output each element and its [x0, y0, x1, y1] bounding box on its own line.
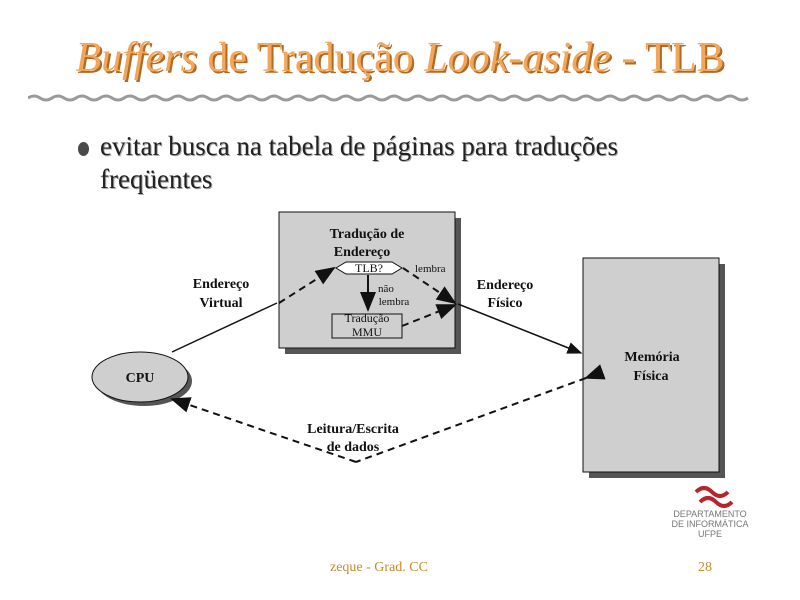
rw-label-1: Leitura/Escrita — [307, 422, 399, 437]
tlb-decision-shape — [335, 261, 403, 275]
slide-title: Buffers de Tradução Look-aside - TLB — [0, 34, 800, 82]
rw-label-2: de dados — [327, 440, 380, 455]
translation-title-1: Tradução de — [330, 227, 405, 242]
mmu-label-1: Tradução — [345, 311, 390, 325]
logo-line-3: UFPE — [697, 529, 722, 539]
hit-label: lembra — [415, 263, 446, 275]
bullet-text: evitar busca na tabela de páginas para t… — [100, 131, 618, 194]
virtual-label-1: Endereço — [193, 277, 250, 292]
cpu-virtual-line — [171, 302, 278, 353]
bullet-icon — [78, 142, 89, 156]
memory-box — [582, 257, 725, 478]
mmu-box — [331, 313, 403, 339]
title-translation: de Tradução — [196, 35, 425, 81]
physical-label-1: Endereço — [477, 278, 534, 293]
physical-arrow — [457, 303, 583, 354]
cpu-node — [91, 351, 192, 406]
page-number: 28 — [698, 560, 712, 575]
translation-title-2: Endereço — [334, 245, 391, 260]
data-arrow-cpu — [170, 397, 357, 463]
physical-label-2: Físico — [488, 296, 523, 311]
data-arrow-memory — [355, 364, 606, 463]
hit-arrow — [402, 267, 457, 305]
miss-label-2: lembra — [379, 296, 410, 308]
cpu-label: CPU — [126, 371, 155, 386]
virtual-label-2: Virtual — [199, 296, 242, 311]
title-tlb: - TLB — [610, 35, 725, 81]
title-underline — [28, 94, 749, 102]
virtual-to-tlb-arrow — [278, 266, 336, 304]
memory-label-2: Física — [634, 369, 669, 384]
logo-line-2: DE INFORMÁTICA — [671, 519, 749, 529]
footer-author: zeque - Grad. CC — [330, 560, 428, 575]
mmu-arrow — [401, 304, 457, 327]
mmu-label-2: MMU — [352, 325, 382, 339]
logo-line-1: DEPARTAMENTO — [673, 509, 747, 519]
title-buffers: Buffers — [75, 35, 197, 81]
tlb-decision-label: TLB? — [355, 261, 383, 275]
title-lookaside: Look-aside — [424, 35, 611, 81]
ufpe-logo-icon — [694, 486, 734, 508]
memory-label-1: Memória — [624, 350, 679, 365]
miss-label-1: não — [378, 283, 394, 295]
